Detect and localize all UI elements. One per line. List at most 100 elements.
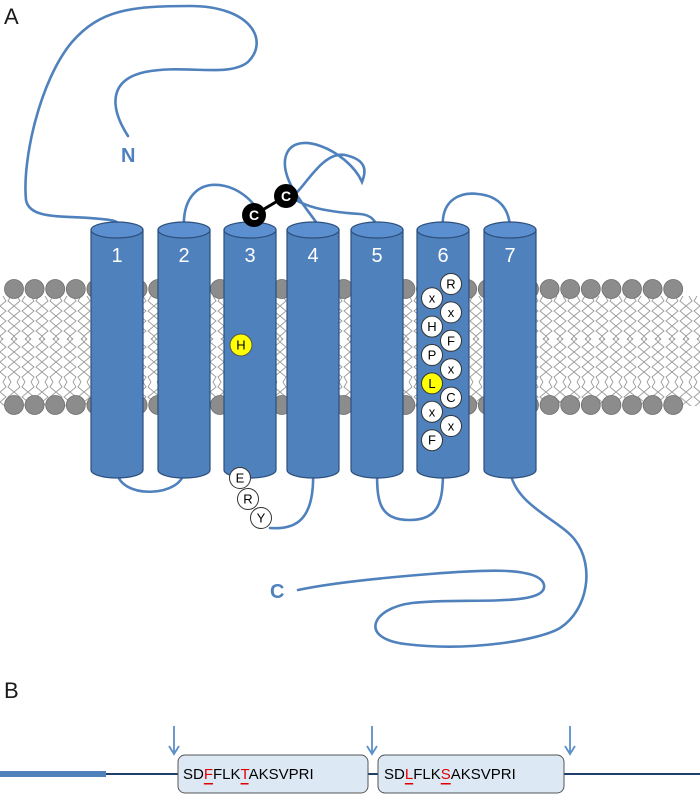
lipid-head [601, 395, 622, 415]
svg-text:SDLFLKSAKSVPRI: SDLFLKSAKSVPRI [384, 766, 516, 783]
helix-body [90, 229, 144, 479]
lipid-head [580, 279, 601, 299]
motif-residue-x: x [440, 301, 462, 324]
motif-residue-F: F [421, 429, 443, 452]
lipid-head [580, 395, 601, 415]
seq2-mutation-1: L [405, 766, 413, 783]
loop-ec3 [441, 192, 512, 232]
lipid-head [24, 279, 45, 299]
helix-cap [90, 221, 144, 239]
helix-cap [416, 221, 470, 239]
loops [24, 4, 588, 648]
svg-text:x: x [429, 404, 436, 419]
svg-text:x: x [448, 362, 455, 377]
svg-text:x: x [448, 419, 455, 434]
helix-cap [350, 221, 404, 239]
seq1-prefix: SD [183, 766, 204, 783]
seq1-mutation-2: T [241, 766, 250, 783]
panel-label-b: B [4, 678, 19, 703]
motif-residue-L: L [421, 372, 443, 395]
helix-body [350, 229, 404, 479]
helix-number: 3 [244, 245, 255, 267]
lipid-head [663, 279, 684, 299]
lipid-head [65, 279, 86, 299]
helix-2: 2 [157, 221, 211, 479]
svg-text:P: P [428, 348, 437, 363]
helix3-residues: H E R Y [229, 333, 272, 529]
residue-e: E [236, 471, 245, 486]
seq1-mutation-1: F [204, 766, 213, 783]
lipid-head [622, 395, 642, 415]
panel-label-a: A [4, 4, 19, 29]
disulfide-bridge: C C [242, 184, 298, 227]
lipid-head [622, 279, 642, 299]
n-terminal-tail [24, 4, 258, 232]
c-terminus-label: C [270, 581, 284, 603]
seq2-mutation-2: S [441, 766, 451, 783]
motif-residue-C: C [440, 386, 462, 409]
lipid-head [65, 395, 86, 415]
helix-number: 5 [371, 245, 382, 267]
helix-body [157, 229, 211, 479]
lipid-head [4, 279, 24, 299]
sequence-box-1: SDFFLKTAKSVPRI [177, 754, 369, 794]
svg-text:H: H [427, 319, 436, 334]
lipid-head [24, 395, 45, 415]
svg-text:R: R [446, 277, 455, 292]
svg-text:F: F [447, 333, 455, 348]
lipid-head [642, 279, 663, 299]
helix-3: 3 [223, 221, 277, 479]
residue-h: H [236, 338, 245, 353]
motif-residue-P: P [421, 344, 443, 366]
helix-number: 4 [307, 245, 318, 267]
helix-body [483, 229, 537, 479]
seq1-suffix: AKSVPRI [249, 766, 314, 783]
cysteine-1: C [249, 207, 259, 223]
lipid-head [642, 395, 663, 415]
motif-residue-x: x [421, 287, 443, 310]
loop-ec1 [182, 183, 260, 232]
loop-ic2 [268, 468, 315, 530]
loop-ic3 [375, 468, 445, 522]
seq2-prefix: SD [384, 766, 405, 783]
seq1-middle: FLK [213, 766, 241, 783]
lipid-head [4, 395, 24, 415]
lipid-head [539, 395, 560, 415]
svg-text:C: C [446, 390, 455, 405]
motif-residue-R: R [440, 273, 462, 295]
cysteine-2: C [281, 188, 291, 204]
helix-body [286, 229, 340, 479]
helix-cap [483, 221, 537, 239]
n-terminus-label: N [121, 145, 135, 167]
sequence-track: SDFFLKTAKSVPRI SDLFLKSAKSVPRI [0, 726, 700, 794]
motif-residue-x: x [421, 400, 443, 423]
residue-r: R [243, 492, 252, 507]
motif-residue-x: x [440, 415, 462, 437]
loop-ec2 [283, 141, 366, 232]
helix-7: 7 [483, 221, 537, 479]
residue-y: Y [257, 511, 266, 526]
svg-text:F: F [428, 433, 436, 448]
helix-1: 1 [90, 221, 144, 479]
helix-cap [286, 221, 340, 239]
lipid-head [45, 279, 66, 299]
svg-text:L: L [428, 376, 435, 391]
helix-cap [157, 221, 211, 239]
lipid-head [539, 279, 560, 299]
svg-text:x: x [429, 291, 436, 306]
svg-text:x: x [448, 305, 455, 320]
lipid-head [560, 279, 581, 299]
arrow-1 [168, 726, 180, 756]
motif-residue-H: H [421, 315, 443, 338]
lipid-head [601, 279, 622, 299]
c-terminal-tail [296, 468, 588, 648]
lipid-head [663, 395, 684, 415]
helix-5: 5 [350, 221, 404, 479]
helix-number: 6 [437, 245, 448, 267]
seq2-middle: FLK [413, 766, 441, 783]
seq2-suffix: AKSVPRI [451, 766, 516, 783]
svg-text:SDFFLKTAKSVPRI: SDFFLKTAKSVPRI [183, 766, 314, 783]
